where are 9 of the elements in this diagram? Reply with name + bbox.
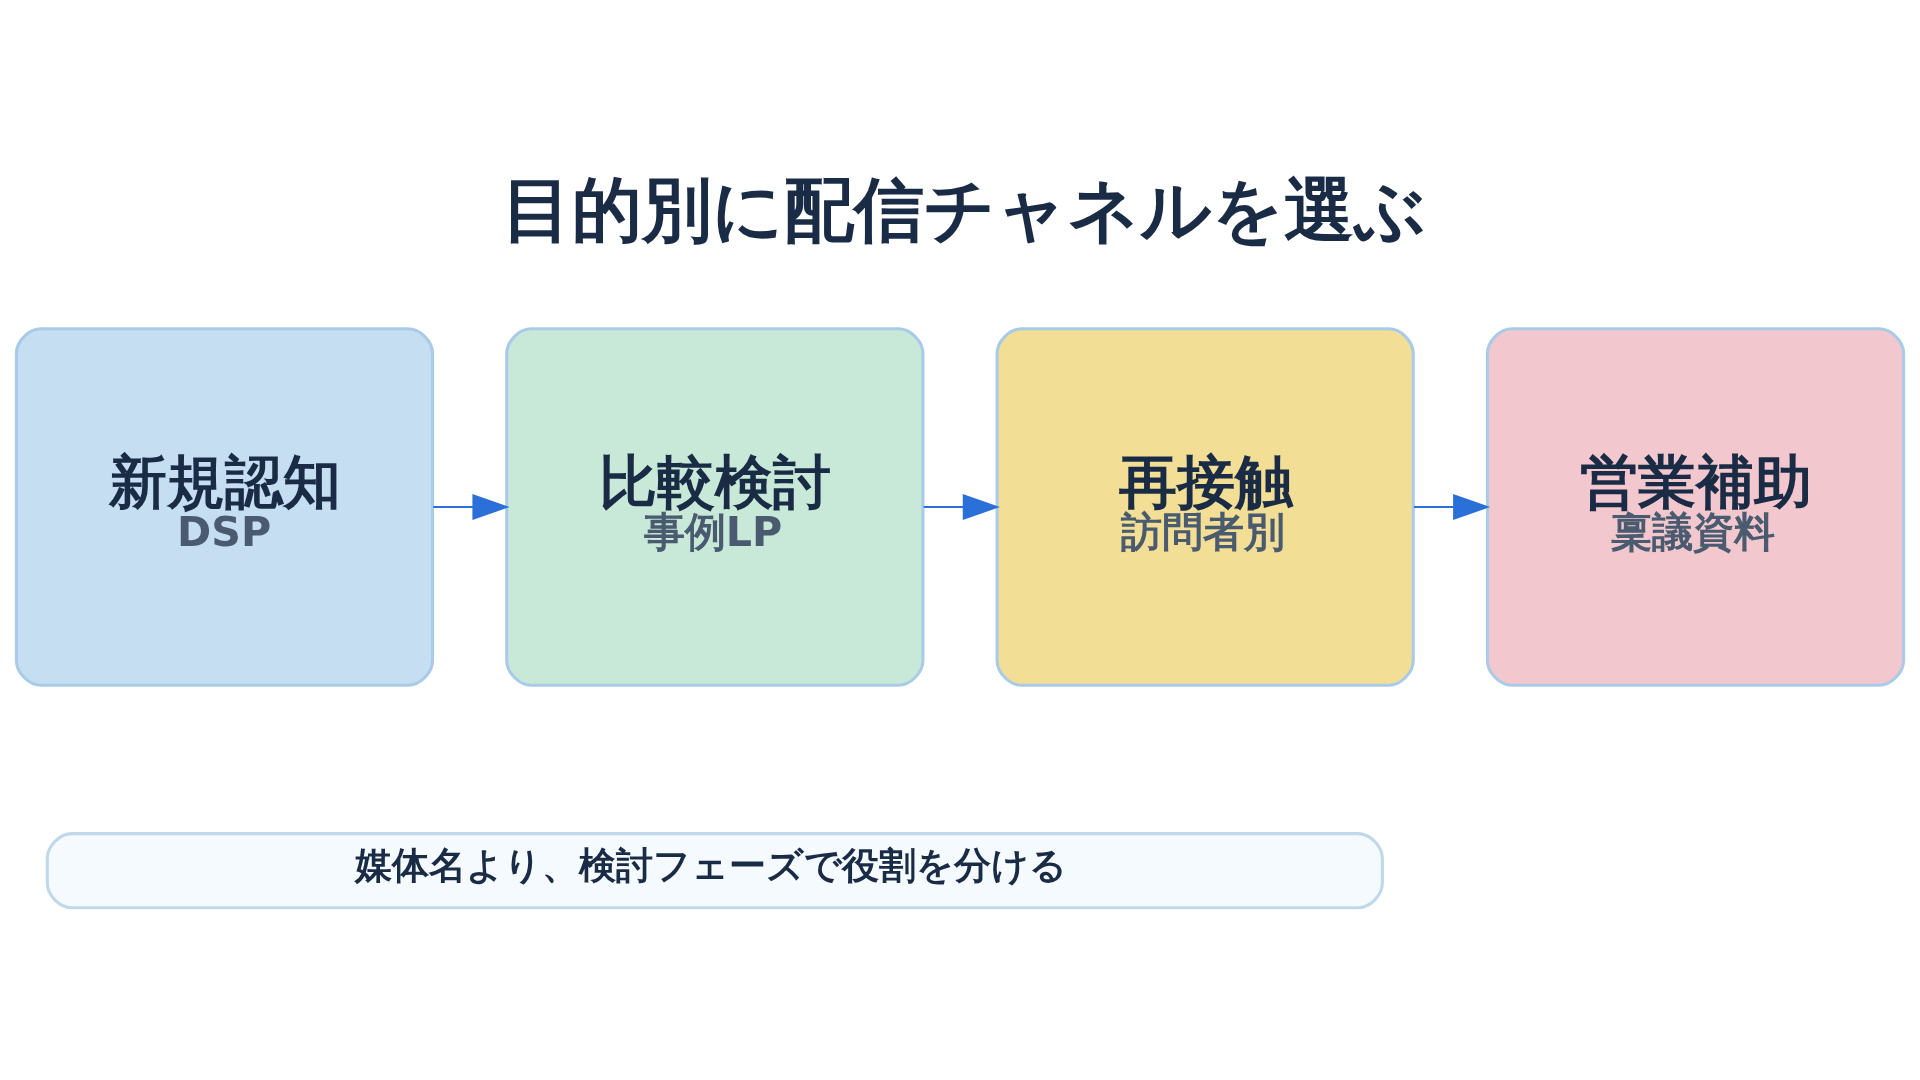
node-box: 営業補助 稟議資料 [1485,327,1906,687]
arrow [923,494,1000,521]
node-box: 比較検討 事例LP [505,327,925,687]
node-box: 再接触 訪問者別 [995,327,1415,687]
node-box: 新規認知 DSP [14,327,435,687]
arrow [433,494,510,521]
arrow [1413,494,1491,521]
diagram-title: 目的別に配信チャネルを選ぶ [501,169,1426,252]
node-box: 媒体名より、検討フェーズで役割を分ける [45,832,1384,910]
